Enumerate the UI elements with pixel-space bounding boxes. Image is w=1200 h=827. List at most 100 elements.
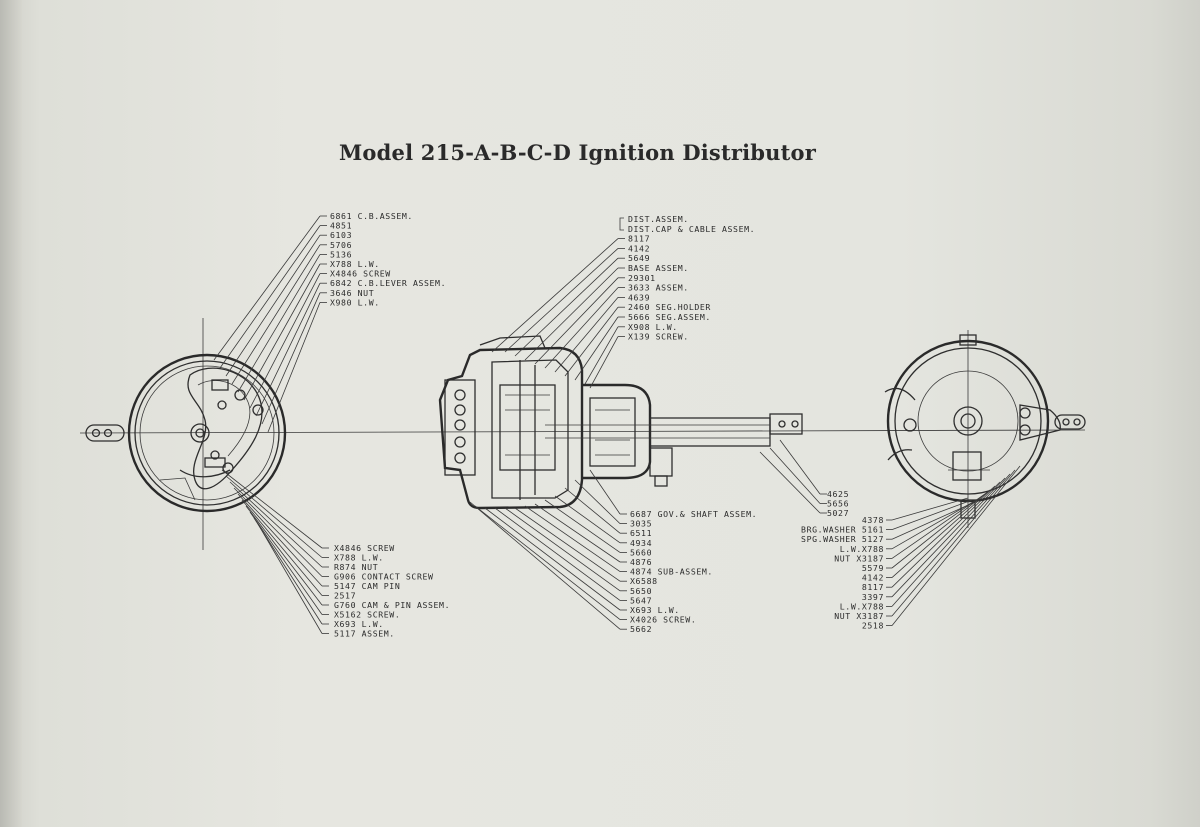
leader-line-bc-12	[469, 501, 621, 630]
part-label-bl-0: X4846 SCREW	[334, 543, 395, 553]
part-label-mr-1: 5656	[827, 499, 849, 509]
leader-line-mr-1	[769, 447, 821, 504]
leader-line-bc-1	[574, 479, 621, 524]
leader-line-tc-9	[564, 306, 619, 377]
leader-line-bc-4	[544, 499, 621, 553]
part-label-br-2: SPG.WASHER 5127	[801, 534, 884, 544]
leader-line-bl-5	[241, 499, 323, 596]
part-label-br-11: 2518	[862, 621, 884, 631]
leader-line-tl-7	[255, 283, 321, 417]
part-label-tc-11: X908 L.W.	[628, 322, 678, 332]
part-label-tl-3: 5706	[330, 240, 352, 250]
part-label-bc-1: 3035	[630, 519, 652, 529]
part-label-bl-5: 2517	[334, 591, 356, 601]
leader-line-bc-0	[589, 469, 621, 515]
leader-line-tl-0	[213, 215, 321, 361]
distributor-cross-section	[438, 335, 803, 510]
part-label-br-3: L.W.X788	[840, 544, 884, 554]
part-label-bc-2: 6511	[630, 528, 652, 538]
leader-line-tc-6	[534, 277, 619, 365]
leader-line-tl-3	[231, 244, 321, 385]
part-label-tl-6: X4846 SCREW	[330, 269, 391, 279]
part-label-tc-2: 8117	[628, 234, 650, 244]
part-label-bc-0: 6687 GOV.& SHAFT ASSEM.	[630, 509, 757, 519]
leader-line-bc-3	[554, 495, 621, 544]
leader-line-br-6	[891, 485, 996, 578]
leader-line-bl-3	[233, 487, 323, 577]
leader-line-br-9	[891, 473, 1011, 607]
part-label-br-8: 3397	[862, 592, 884, 602]
part-label-bl-6: G760 CAM & PIN ASSEM.	[334, 600, 450, 610]
leader-line-bc-6	[524, 505, 621, 572]
leader-line-br-1	[891, 499, 973, 530]
bleed-through-texture	[620, 200, 621, 201]
leader-line-tc-11	[584, 326, 619, 385]
leader-line-bl-9	[257, 523, 323, 634]
part-label-br-10: NUT X3187	[834, 611, 884, 621]
leader-line-tl-5	[243, 263, 321, 401]
part-label-tc-12: X139 SCREW.	[628, 332, 689, 342]
leader-line-tc-3	[504, 248, 619, 353]
part-label-br-4: NUT X3187	[834, 553, 884, 563]
part-label-bl-2: R874 NUT	[334, 562, 378, 572]
leader-line-br-11	[891, 465, 1021, 626]
part-label-tc-10: 5666 SEG.ASSEM.	[628, 312, 711, 322]
diagram-title: Model 215-A-B-C-D Ignition Distributor	[338, 140, 817, 165]
leader-line-tl-4	[237, 254, 321, 393]
part-label-tl-2: 6103	[330, 230, 352, 240]
leader-line-tc-10	[574, 316, 619, 381]
leader-line-tc-12	[589, 336, 619, 389]
leader-line-bl-6	[245, 505, 323, 606]
part-label-bl-7: X5162 SCREW.	[334, 610, 400, 620]
leader-line-bl-8	[253, 517, 323, 625]
leader-line-bl-2	[229, 481, 323, 568]
part-label-bc-6: 4874 SUB-ASSEM.	[630, 567, 713, 577]
part-label-bl-4: 5147 CAM PIN	[334, 581, 400, 591]
leader-line-br-2	[891, 501, 976, 540]
leader-line-bc-10	[484, 507, 621, 611]
part-label-br-1: BRG.WASHER 5161	[801, 525, 884, 535]
dist-assem-bracket	[619, 217, 624, 231]
part-label-bl-8: X693 L.W.	[334, 619, 384, 629]
leader-line-br-4	[891, 493, 986, 559]
part-label-tl-4: 5136	[330, 249, 352, 259]
leader-line-br-3	[891, 497, 981, 550]
part-label-br-9: L.W.X788	[840, 601, 884, 611]
part-label-tl-1: 4851	[330, 221, 352, 231]
part-label-tc-8: 4639	[628, 292, 650, 302]
leader-line-br-5	[891, 489, 991, 569]
part-label-tc-5: BASE ASSEM.	[628, 263, 689, 273]
leader-line-mr-2	[759, 451, 821, 514]
part-label-br-0: 4378	[862, 515, 884, 525]
part-label-tl-7: 6842 C.B.LEVER ASSEM.	[330, 278, 446, 288]
part-label-tl-8: 3646 NUT	[330, 288, 374, 298]
binding-gutter	[0, 0, 22, 827]
part-label-tc-7: 3633 ASSEM.	[628, 283, 689, 293]
part-label-tc-6: 29301	[628, 273, 656, 283]
leader-line-bc-7	[514, 507, 621, 582]
part-label-bl-9: 5117 ASSEM.	[334, 629, 395, 639]
leader-line-tc-8	[554, 297, 619, 373]
leader-line-bc-9	[494, 507, 621, 601]
part-label-tl-0: 6861 C.B.ASSEM.	[330, 211, 413, 221]
leader-line-tl-2	[225, 234, 321, 377]
leader-line-mr-0	[779, 439, 821, 495]
part-label-br-5: 5579	[862, 563, 884, 573]
leader-line-bc-11	[474, 505, 621, 620]
leader-line-bl-1	[225, 475, 323, 558]
leader-line-tc-2	[491, 238, 619, 353]
part-label-bc-12: 5662	[630, 624, 652, 634]
end-view	[884, 334, 1086, 519]
leader-line-bl-4	[237, 493, 323, 587]
leader-line-bc-8	[504, 507, 621, 592]
breaker-plate-view	[85, 353, 287, 513]
leader-line-tl-9	[267, 302, 321, 433]
part-label-bc-4: 5660	[630, 547, 652, 557]
part-label-br-7: 8117	[862, 582, 884, 592]
leader-line-tl-1	[219, 225, 321, 369]
